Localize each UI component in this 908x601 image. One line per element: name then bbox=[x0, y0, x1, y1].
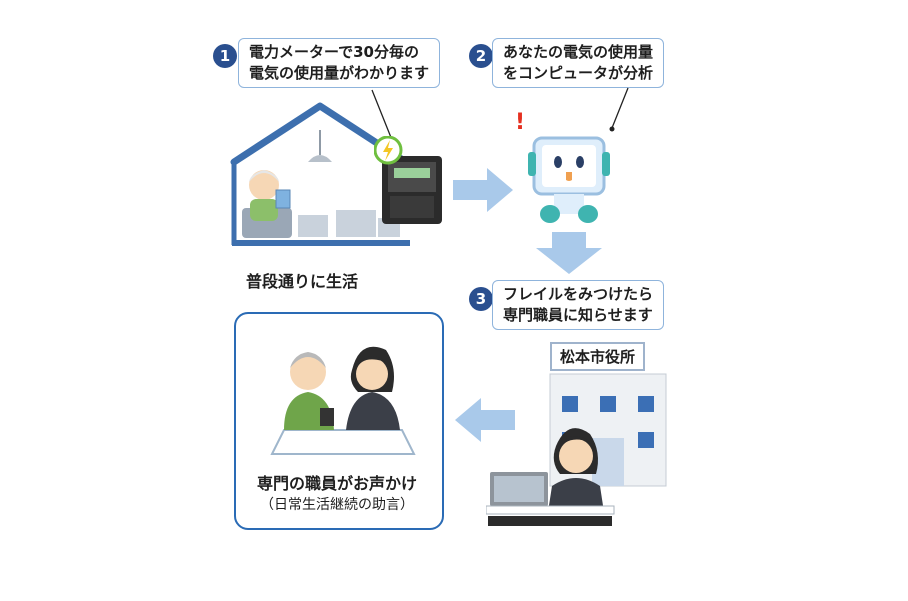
step-3-number-badge: 3 bbox=[469, 287, 493, 311]
panel-subtitle: （日常生活継続の助言） bbox=[260, 497, 414, 513]
step-2-line-2: をコンピュータが分析 bbox=[503, 64, 654, 82]
step-3-callout: フレイルをみつけたら 専門職員に知らせます bbox=[492, 280, 665, 330]
step-2-line-1: あなたの電気の使用量 bbox=[503, 43, 654, 61]
house-label: 普段通りに生活 bbox=[246, 272, 359, 291]
alert-mark: ! bbox=[515, 110, 526, 135]
office-worker-illustration bbox=[486, 428, 615, 526]
arrow-left-icon bbox=[455, 398, 515, 442]
step-1-number-badge: 1 bbox=[213, 44, 237, 68]
consultation-panel bbox=[234, 312, 444, 530]
city-hall-sign: 松本市役所 bbox=[550, 342, 646, 371]
step-3-line-1: フレイルをみつけたら bbox=[503, 285, 654, 303]
computer-robot-illustration bbox=[528, 136, 610, 223]
step-3-line-2: 専門職員に知らせます bbox=[503, 306, 653, 324]
panel-title: 専門の職員がお声かけ bbox=[256, 474, 417, 493]
step-2-callout: あなたの電気の使用量 をコンピュータが分析 bbox=[492, 38, 665, 88]
electric-meter-icon bbox=[374, 136, 442, 224]
arrow-right-icon bbox=[453, 168, 513, 212]
step-2-number-badge: 2 bbox=[469, 44, 493, 68]
arrow-down-icon bbox=[536, 232, 602, 274]
step-1-line-2: 電気の使用量がわかります bbox=[249, 64, 430, 82]
consultation-illustration bbox=[270, 346, 416, 455]
step-1-line-1: 電力メーターで30分毎の bbox=[249, 43, 419, 61]
step-1-callout: 電力メーターで30分毎の 電気の使用量がわかります bbox=[238, 38, 441, 88]
